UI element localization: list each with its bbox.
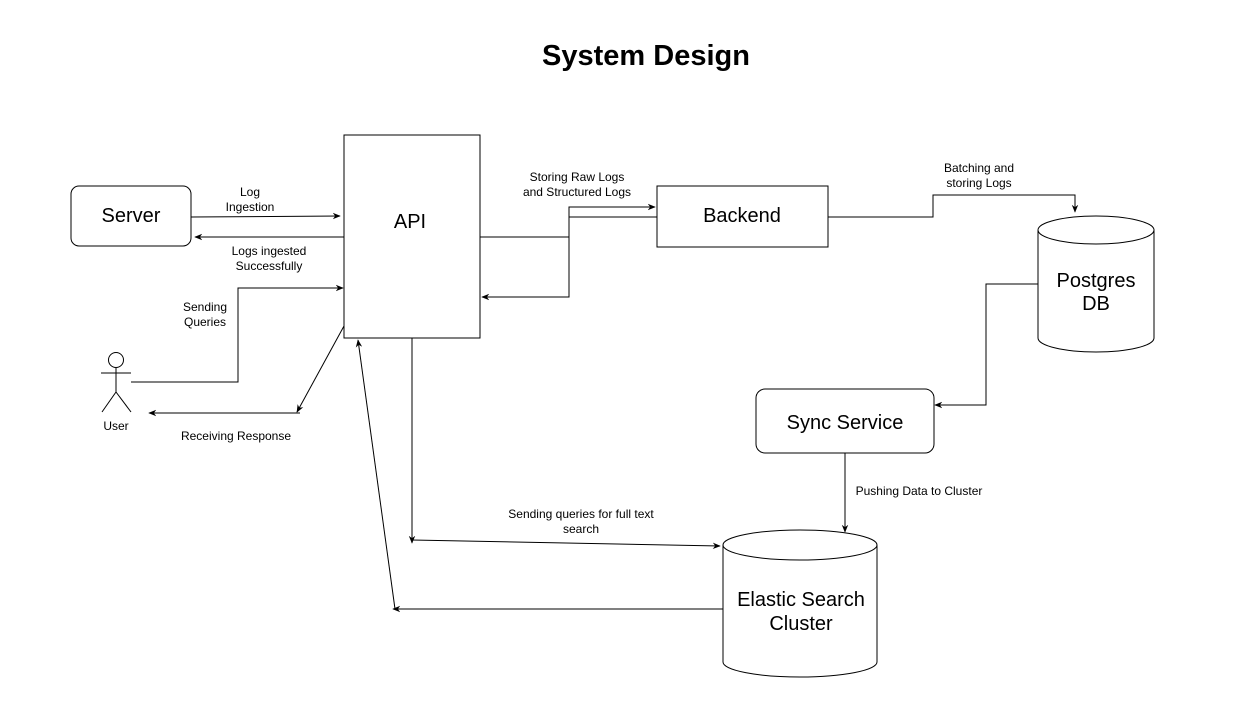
edge-batching-storing bbox=[828, 194, 1079, 218]
label-log-ingestion-2: Ingestion bbox=[226, 200, 275, 214]
user-actor[interactable]: User bbox=[101, 352, 132, 434]
api-node[interactable]: API bbox=[343, 134, 481, 339]
label-sending-queries-1: Sending bbox=[183, 300, 227, 314]
diagram-title: System Design bbox=[542, 40, 750, 72]
postgres-label-line2: DB bbox=[1082, 293, 1110, 315]
label-full-text-2: search bbox=[563, 522, 599, 536]
edge-full-text-search bbox=[411, 539, 721, 550]
label-full-text-1: Sending queries for full text bbox=[508, 507, 654, 521]
label-logs-ingested-1: Logs ingested bbox=[232, 244, 307, 258]
label-batching-2: storing Logs bbox=[946, 176, 1011, 190]
label-logs-ingested-2: Successfully bbox=[236, 259, 303, 273]
edge-sending-queries bbox=[131, 284, 344, 383]
backend-label: Backend bbox=[703, 205, 781, 227]
edge-elastic-results-up bbox=[355, 339, 396, 610]
backend-node[interactable]: Backend bbox=[656, 185, 829, 248]
label-log-ingestion-1: Log bbox=[240, 185, 260, 199]
elastic-search-node[interactable]: Elastic Search Cluster bbox=[722, 529, 878, 678]
sync-service-label: Sync Service bbox=[787, 412, 904, 434]
edge-backend-return bbox=[481, 216, 657, 301]
label-sending-queries-2: Queries bbox=[184, 315, 226, 329]
sync-service-node[interactable]: Sync Service bbox=[755, 388, 935, 454]
elastic-label-line1: Elastic Search bbox=[737, 589, 865, 611]
label-storing-raw-1: Storing Raw Logs bbox=[530, 170, 625, 184]
edge-log-ingestion bbox=[190, 212, 341, 220]
user-label: User bbox=[103, 419, 128, 433]
postgres-label-line1: Postgres bbox=[1057, 270, 1136, 292]
server-label: Server bbox=[102, 205, 161, 227]
label-receiving-response: Receiving Response bbox=[181, 429, 291, 443]
api-label: API bbox=[394, 211, 426, 233]
edge-storing-raw-logs bbox=[480, 203, 656, 238]
server-node[interactable]: Server bbox=[70, 185, 192, 247]
label-batching-1: Batching and bbox=[944, 161, 1014, 175]
edge-postgres-sync bbox=[934, 283, 1038, 409]
postgres-db-node[interactable]: Postgres DB bbox=[1037, 215, 1155, 353]
label-storing-raw-2: and Structured Logs bbox=[523, 185, 631, 199]
edge-receiving-response-diag bbox=[296, 325, 345, 413]
label-pushing-data: Pushing Data to Cluster bbox=[856, 484, 983, 498]
elastic-label-line2: Cluster bbox=[769, 613, 833, 635]
